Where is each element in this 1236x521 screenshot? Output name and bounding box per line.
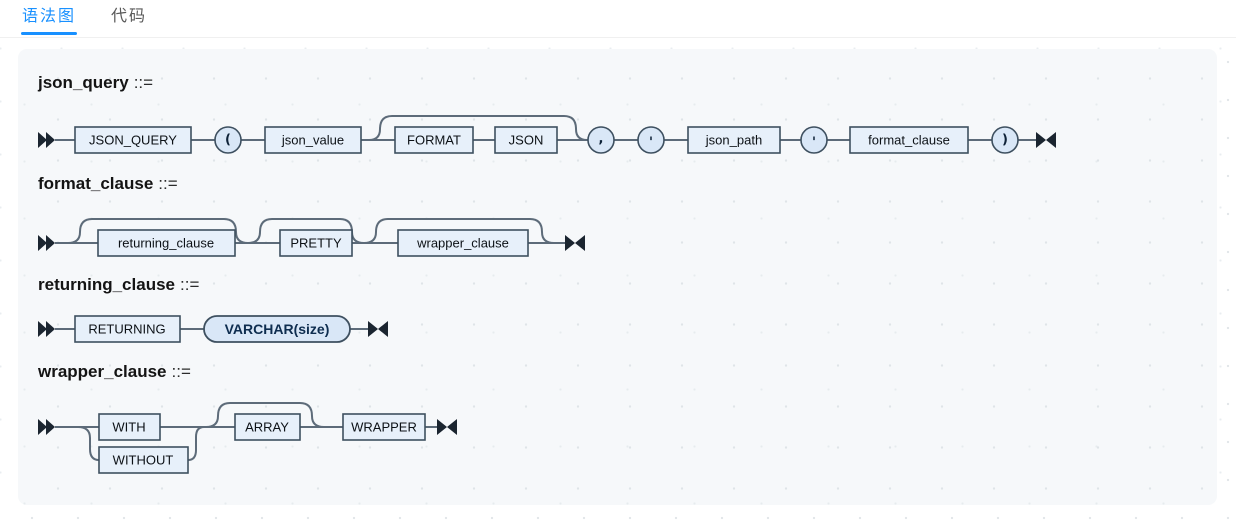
svg-text:ARRAY: ARRAY [245,420,289,435]
end-arrow-icon [368,321,388,337]
rule-assign-op: ::= [133,73,154,92]
tab-syntax-diagram[interactable]: 语法图 [21,0,78,35]
diagram-heading-returning-clause: returning_clause::= [38,273,1197,297]
railroad-wrapper-clause: WITH WITHOUT ARRAY WRAPPER [38,402,457,474]
tab-code[interactable]: 代码 [111,8,148,25]
rule-name: wrapper_clause [38,362,167,381]
svg-text:JSON: JSON [509,133,544,148]
node-json-path: json_path [687,126,781,154]
svg-text:wrapper_clause: wrapper_clause [416,236,509,251]
syntax-diagram-panel: json_query::= JSON_QUERY ( json_value [18,49,1217,505]
railroad-json-query: JSON_QUERY ( json_value FORMAT JSON , [38,115,1056,154]
railroad-format-clause: returning_clause PRETTY wrapper_clause [38,218,585,257]
svg-text:': ' [649,136,653,151]
end-arrow-icon [437,419,457,435]
node-comma: , [587,126,615,154]
node-pretty-keyword: PRETTY [279,229,353,257]
start-arrow-icon [38,419,55,435]
node-open-paren: ( [214,126,242,154]
svg-text:JSON_QUERY: JSON_QUERY [89,133,177,148]
node-format-keyword: FORMAT [394,126,474,154]
node-varchar-size: VARCHAR(size) [203,315,351,343]
rule-name: json_query [38,73,129,92]
node-returning-keyword: RETURNING [74,315,181,343]
svg-text:WITH: WITH [112,420,145,435]
svg-text:returning_clause: returning_clause [118,236,214,251]
svg-text:WITHOUT: WITHOUT [113,453,174,468]
diagram-heading-format-clause: format_clause::= [38,172,1197,196]
node-json-query-keyword: JSON_QUERY [74,126,192,154]
node-without-keyword: WITHOUT [98,446,189,474]
svg-text:WRAPPER: WRAPPER [351,420,417,435]
end-arrow-icon [1036,132,1056,148]
node-with-keyword: WITH [98,413,161,441]
node-close-paren: ) [991,126,1019,154]
diagram-heading-json-query: json_query::= [38,71,1197,95]
start-arrow-icon [38,235,55,251]
diagram-heading-wrapper-clause: wrapper_clause::= [38,360,1197,384]
svg-text:FORMAT: FORMAT [407,133,461,148]
tab-bar: 语法图 代码 [0,0,1236,38]
rule-assign-op: ::= [171,362,191,381]
node-wrapper-clause: wrapper_clause [397,229,529,257]
svg-text:json_path: json_path [705,133,762,148]
node-array-keyword: ARRAY [234,413,301,441]
svg-text:json_value: json_value [281,133,344,148]
node-wrapper-keyword: WRAPPER [342,413,426,441]
node-format-clause: format_clause [849,126,969,154]
railroad-returning-clause: RETURNING VARCHAR(size) [38,315,388,343]
svg-text:format_clause: format_clause [868,133,950,148]
svg-text:): ) [1002,133,1008,148]
rule-assign-op: ::= [180,275,200,294]
rule-name: format_clause [38,174,154,193]
svg-text:PRETTY: PRETTY [290,236,342,251]
svg-text:(: ( [225,133,231,148]
node-json-keyword: JSON [494,126,558,154]
svg-text:RETURNING: RETURNING [88,322,165,337]
node-quote-close: ' [800,126,828,154]
node-returning-clause: returning_clause [97,229,236,257]
node-json-value: json_value [264,126,362,154]
rule-assign-op: ::= [158,174,178,193]
svg-text:,: , [599,132,604,147]
end-arrow-icon [565,235,585,251]
svg-text:VARCHAR(size): VARCHAR(size) [225,321,330,337]
start-arrow-icon [38,132,55,148]
rule-name: returning_clause [38,275,175,294]
svg-text:': ' [812,136,816,151]
start-arrow-icon [38,321,55,337]
node-quote-open: ' [637,126,665,154]
